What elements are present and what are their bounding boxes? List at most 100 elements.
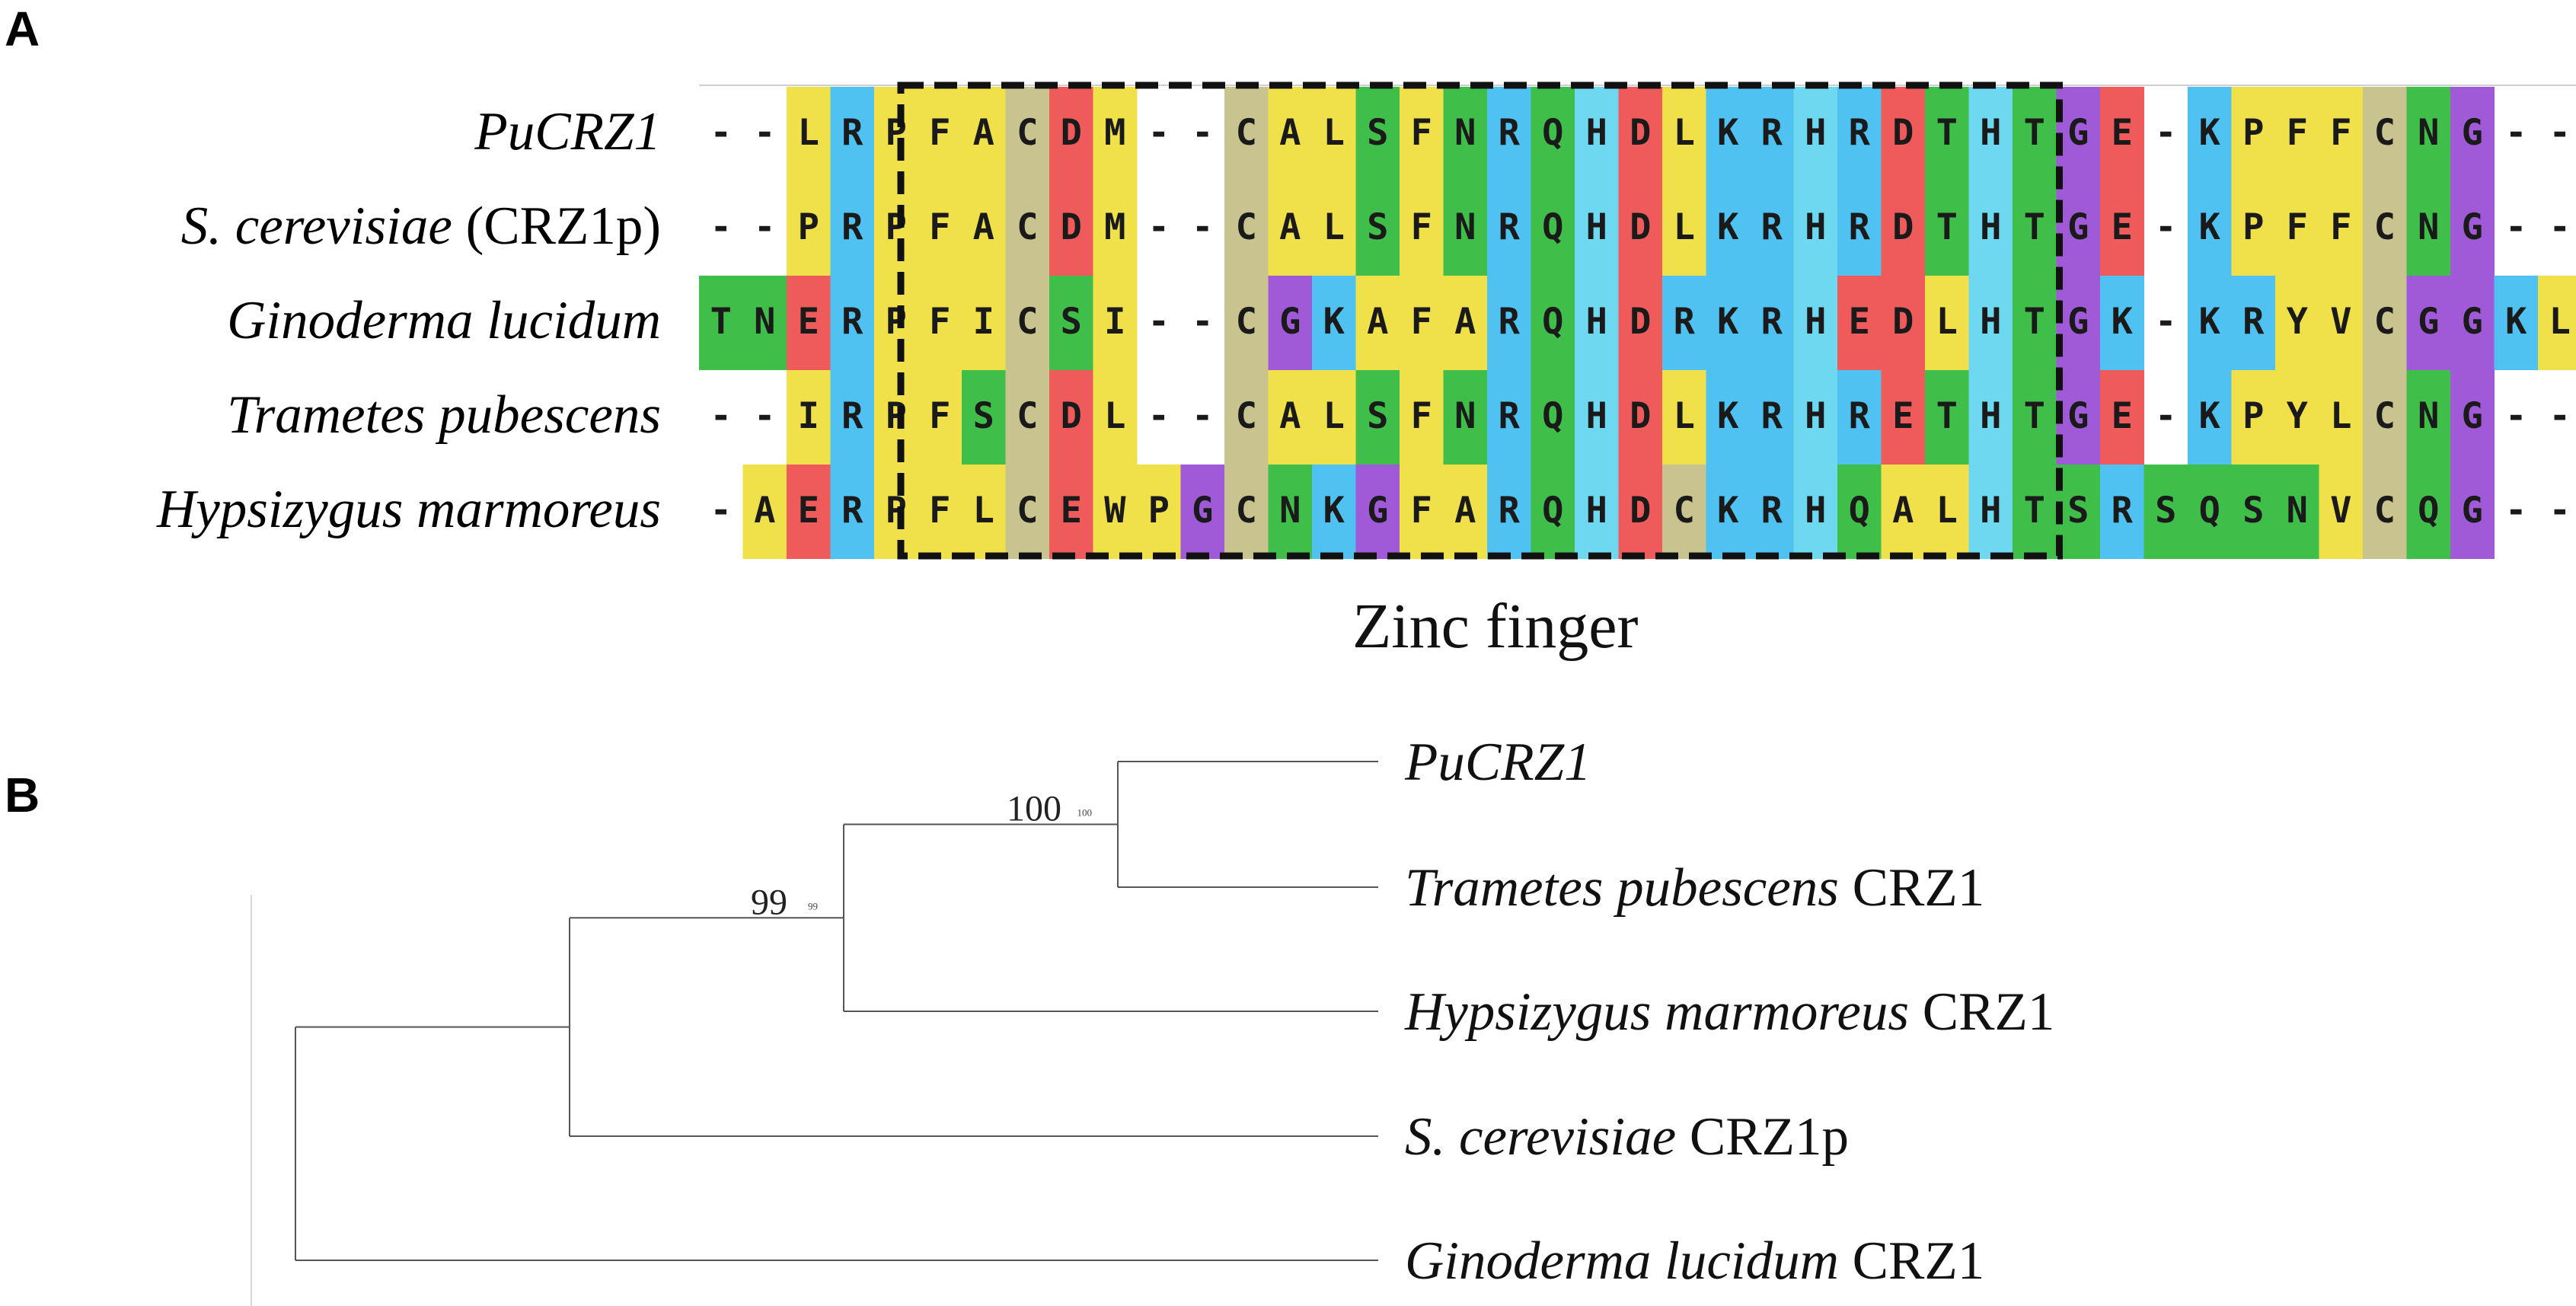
residue-cell — [1837, 181, 1882, 276]
residue-cell — [1618, 181, 1663, 276]
residue-cell — [1531, 465, 1575, 559]
residue-letter: H — [1586, 490, 1607, 532]
residue-cell — [2188, 276, 2232, 370]
residue-cell — [787, 181, 831, 276]
residue-letter: C — [2374, 395, 2396, 437]
residue-letter: A — [1454, 490, 1476, 532]
residue-cell — [1224, 87, 1269, 181]
residue-cell — [2319, 181, 2364, 276]
residue-cell — [1312, 87, 1356, 181]
residue-letter: - — [710, 395, 732, 437]
residue-letter: G — [2462, 301, 2483, 343]
residue-letter: E — [2112, 395, 2133, 437]
leaf-name-italic: Hypsizygus marmoreus — [1404, 982, 1909, 1042]
residue-letter: L — [1674, 395, 1695, 437]
residue-letter: - — [2505, 395, 2527, 437]
residue-cell — [1443, 181, 1488, 276]
residue-letter: K — [1323, 490, 1345, 532]
residue-cell — [2100, 276, 2144, 370]
residue-letter: G — [2067, 112, 2089, 154]
residue-letter: P — [2242, 112, 2264, 154]
residue-letter: D — [1630, 301, 1651, 343]
residue-letter: D — [1892, 206, 1914, 248]
residue-cell — [1750, 465, 1794, 559]
residue-cell — [2319, 370, 2364, 465]
residue-letter: A — [1279, 206, 1301, 248]
residue-letter: F — [929, 395, 950, 437]
residue-cell — [1005, 276, 1050, 370]
residue-cell — [2319, 465, 2364, 559]
residue-cell — [1443, 87, 1488, 181]
residue-cell — [2188, 181, 2232, 276]
residue-letter: K — [1717, 112, 1739, 154]
residue-cell — [1093, 370, 1138, 465]
residue-cell — [2013, 370, 2057, 465]
residue-letter: P — [2242, 206, 2264, 248]
residue-letter: R — [1499, 206, 1521, 248]
residue-cell — [1793, 181, 1838, 276]
residue-cell — [787, 370, 831, 465]
residue-letter: L — [1936, 490, 1958, 532]
residue-cell — [1925, 87, 1969, 181]
residue-cell — [2231, 276, 2276, 370]
residue-letter: T — [710, 301, 732, 343]
residue-letter: K — [2112, 301, 2134, 343]
residue-letter: K — [1717, 206, 1739, 248]
residue-cell — [1793, 465, 1838, 559]
residue-letter: - — [2155, 395, 2176, 437]
residue-cell — [2231, 181, 2276, 276]
residue-letter: N — [2418, 206, 2439, 248]
residue-cell — [2363, 87, 2407, 181]
residue-letter: C — [1236, 301, 1257, 343]
residue-cell — [1355, 370, 1400, 465]
residue-cell — [1443, 465, 1488, 559]
residue-cell — [1093, 276, 1138, 370]
residue-letter: K — [2199, 112, 2221, 154]
tree-leaf-label: Hypsizygus marmoreus CRZ1 — [1404, 982, 2054, 1042]
species-name: Hypsizygus marmoreus — [156, 480, 661, 539]
residue-cell — [1662, 370, 1706, 465]
residue-letter: A — [754, 490, 775, 532]
residue-letter: N — [1454, 112, 1476, 154]
residue-letter: H — [1586, 395, 1607, 437]
residue-letter: H — [1980, 206, 2001, 248]
residue-cell — [1618, 370, 1663, 465]
residue-cell — [787, 87, 831, 181]
residue-cell — [2275, 181, 2319, 276]
residue-letter: F — [1411, 395, 1432, 437]
residue-letter: C — [2374, 112, 2396, 154]
residue-letter: L — [1323, 395, 1345, 437]
residue-cell — [2056, 276, 2101, 370]
residue-letter: C — [1017, 206, 1038, 248]
residue-letter: F — [2287, 206, 2308, 248]
residue-letter: P — [2242, 395, 2264, 437]
residue-cell — [1837, 276, 1882, 370]
residue-cell — [1968, 276, 2013, 370]
residue-cell — [2406, 87, 2451, 181]
residue-cell — [1268, 181, 1313, 276]
residue-letter: - — [1148, 206, 1170, 248]
residue-cell — [1706, 181, 1751, 276]
residue-letter: C — [1236, 112, 1257, 154]
residue-cell — [2319, 276, 2364, 370]
residue-cell — [1049, 276, 1093, 370]
residue-letter: K — [2505, 301, 2527, 343]
residue-cell — [2013, 276, 2057, 370]
residue-letter: R — [841, 395, 863, 437]
residue-letter: R — [1849, 112, 1871, 154]
residue-cell — [962, 370, 1006, 465]
residue-letter: D — [1061, 112, 1082, 154]
residue-letter: R — [1761, 490, 1783, 532]
residue-letter: C — [1017, 112, 1038, 154]
residue-cell — [1268, 465, 1313, 559]
bootstrap-value-small: 100 — [1077, 807, 1093, 819]
leaf-name-rest: CRZ1p — [1676, 1107, 1849, 1167]
residue-letter: A — [973, 206, 994, 248]
residue-cell — [1575, 87, 1619, 181]
residue-cell — [1049, 465, 1093, 559]
residue-letter: A — [1279, 112, 1301, 154]
tree-leaf-label: Trametes pubescens CRZ1 — [1405, 858, 1984, 918]
residue-letter: D — [1892, 301, 1914, 343]
